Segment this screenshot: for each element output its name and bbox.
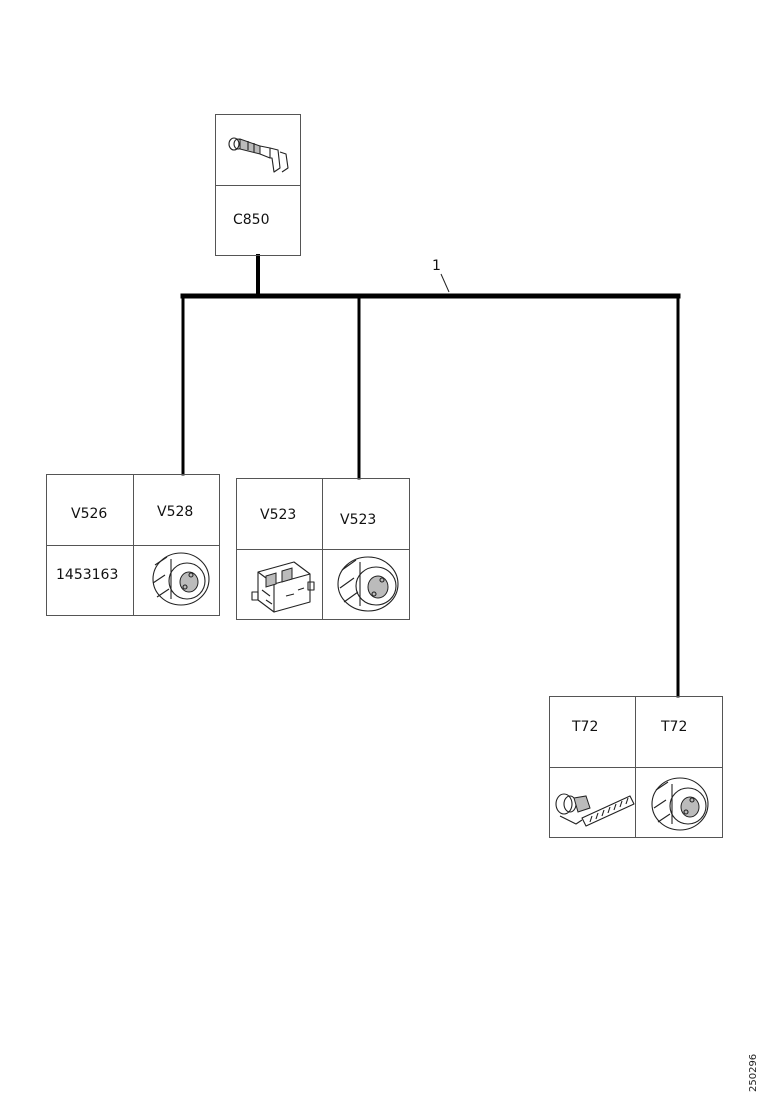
terminal-pin-icon (228, 137, 289, 173)
round-connector-icon (152, 552, 210, 606)
drawing-id-label: 250296 (748, 1053, 759, 1092)
harness-wires (180, 254, 681, 698)
harness-ref-label: 1 (432, 258, 441, 274)
c850-code: C850 (233, 212, 270, 228)
connector-code-v523-a: V523 (260, 507, 296, 523)
connector-group-v523[interactable]: V523 V523 (236, 478, 410, 620)
connector-group-t72[interactable]: T72 T72 (549, 696, 723, 838)
connector-group-v526[interactable]: V526 V528 1453163 (46, 474, 220, 616)
connector-c850[interactable]: C850 (215, 114, 301, 256)
part-number-1453163: 1453163 (56, 567, 118, 583)
block-connector-icon (251, 561, 315, 613)
round-connector-icon (337, 556, 399, 612)
ribbon-terminal-icon (555, 793, 635, 827)
connector-code-v528: V528 (157, 504, 193, 520)
connector-code-t72-a: T72 (571, 719, 598, 735)
callout-leader (440, 273, 450, 293)
connector-code-v523-b: V523 (340, 512, 376, 528)
connector-code-v526: V526 (71, 506, 107, 522)
harness-callout: 1 (432, 258, 450, 293)
round-connector-icon (651, 777, 709, 831)
connector-code-t72-b: T72 (660, 719, 687, 735)
